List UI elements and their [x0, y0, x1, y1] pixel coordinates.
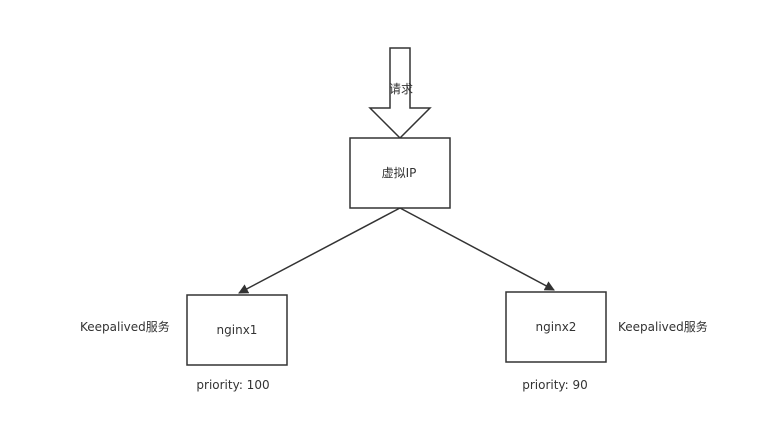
nginx1-box	[186, 294, 288, 366]
nginx2-label: nginx2	[535, 320, 577, 334]
nginx1-label: nginx1	[216, 323, 258, 337]
nginx1-service-label: Keepalived服务	[80, 320, 170, 334]
nginx2-priority-label: priority: 90	[522, 378, 588, 392]
nginx2-box	[505, 291, 607, 363]
nginx1-priority-label: priority: 100	[196, 378, 270, 392]
request-arrow	[368, 47, 432, 140]
vip-label: 虚拟IP	[381, 166, 417, 180]
connector-vip-nginx2	[399, 207, 555, 291]
connector-vip-nginx1	[238, 207, 401, 294]
nginx2-service-label: Keepalived服务	[618, 320, 708, 334]
request-label: 请求	[388, 82, 414, 96]
vip-box	[349, 137, 451, 209]
